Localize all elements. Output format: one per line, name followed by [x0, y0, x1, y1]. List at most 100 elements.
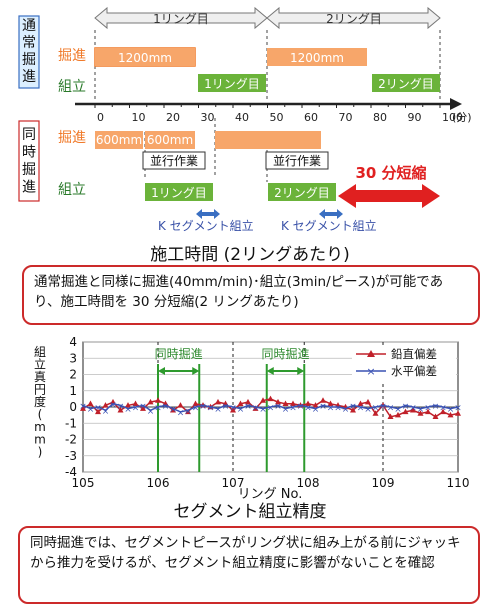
series-point — [245, 398, 251, 405]
series-point — [222, 400, 229, 406]
series-point: × — [177, 408, 185, 418]
axis-tick-label: 70 — [339, 111, 353, 124]
ring2-span-label: 2リング目 — [326, 12, 382, 26]
normal-assembly-bar-1-label: 1リング目 — [204, 77, 260, 91]
series-point: × — [259, 405, 267, 415]
y-tick-label: -2 — [65, 433, 77, 447]
axis-tick-label: 80 — [373, 111, 387, 124]
series-point: × — [282, 405, 290, 415]
simul-excavation-bar-3 — [215, 131, 321, 149]
axis-tick-label: 40 — [235, 111, 249, 124]
x-tick-label: 106 — [147, 476, 170, 490]
series-point: × — [199, 402, 207, 412]
ring2-span-arrow — [266, 6, 441, 30]
normal-assembly-bar-1 — [198, 74, 266, 92]
axis-tick-label: 90 — [408, 111, 422, 124]
series-point: × — [214, 405, 222, 415]
y-tick-label: 4 — [69, 335, 77, 349]
series-point — [275, 398, 281, 405]
series-point — [357, 400, 364, 406]
legend-marker-horizontal: × — [366, 365, 375, 378]
series-point: × — [154, 404, 162, 414]
series-point: × — [289, 404, 297, 414]
series-point — [155, 397, 161, 403]
series-point — [372, 410, 379, 416]
simul-excavation-bar-2 — [145, 131, 195, 149]
axis-tick-label: 100 — [442, 111, 463, 124]
normal-assembly-bar-2-label: 2リング目 — [378, 77, 434, 91]
series-point — [252, 405, 259, 411]
row-label-excavation-simul: 掘進 — [58, 130, 86, 146]
normal-assembly-bar-2 — [372, 74, 440, 92]
series-point: × — [109, 400, 117, 410]
series-point — [162, 400, 169, 406]
series-point — [282, 400, 289, 406]
x-axis-label: リング No. — [238, 487, 303, 500]
axis-tick-label: 10 — [132, 111, 146, 124]
series-point — [320, 397, 326, 403]
series-point — [87, 400, 94, 406]
series-point: × — [342, 405, 350, 415]
series-point: × — [357, 404, 365, 414]
series-point: × — [87, 405, 95, 415]
y-tick-label: -1 — [65, 416, 77, 430]
series-point: × — [439, 404, 447, 414]
axis-tick-label: 50 — [270, 111, 284, 124]
parallel-box-2 — [265, 151, 329, 170]
x-tick-label: 110 — [447, 476, 470, 490]
series-point: × — [327, 404, 335, 414]
k-segment-label-2: K セグメント組立 — [281, 218, 377, 233]
parallel-box-1 — [142, 151, 206, 170]
series-point — [80, 405, 86, 411]
series-point — [387, 413, 394, 419]
series-point — [447, 411, 454, 418]
series-point: × — [319, 402, 327, 412]
series-point: × — [267, 404, 275, 414]
simul-assembly-bar-1-label: 1リング目 — [151, 186, 207, 200]
series-point — [132, 400, 139, 406]
legend-vertical: 鉛直偏差 — [391, 347, 437, 361]
normal-excavation-bar-1-label: 1200mm — [118, 51, 172, 65]
series-point — [260, 397, 266, 403]
series-point — [440, 408, 446, 415]
series-point: × — [417, 405, 425, 415]
series-point: × — [117, 402, 125, 412]
ring1-span-label: 1リング目 — [153, 12, 209, 26]
series-point — [110, 398, 116, 405]
series-point: × — [94, 404, 102, 414]
series-point — [125, 402, 131, 408]
series-point — [365, 398, 371, 405]
series-point: × — [229, 404, 237, 414]
legend-horizontal: 水平偏差 — [391, 364, 437, 378]
series-point: × — [402, 402, 410, 412]
series-point — [170, 407, 176, 413]
series-point: × — [312, 405, 320, 415]
series-point — [395, 411, 401, 418]
series-point — [267, 395, 274, 402]
series-line — [82, 402, 459, 413]
simul-excavation-bar-2-label: 600mm — [147, 133, 193, 147]
series-point: × — [409, 404, 417, 414]
series-point: × — [379, 402, 387, 412]
series-point: × — [252, 404, 260, 414]
parallel-label-2: 並行作業 — [273, 154, 321, 168]
series-point: × — [364, 405, 372, 415]
parallel-label-1: 並行作業 — [150, 154, 198, 168]
series-point — [95, 408, 101, 415]
series-point: × — [102, 407, 110, 417]
series-point: × — [372, 404, 380, 414]
series-point — [102, 402, 109, 408]
series-point: × — [79, 402, 87, 412]
y-tick-label: 1 — [69, 384, 77, 398]
simul-annotation: 同時掘進 — [261, 346, 309, 361]
k-segment-label-1: K セグメント組立 — [158, 218, 254, 233]
normal-excavation-bar-2 — [267, 48, 367, 66]
axis-unit: (分) — [452, 111, 472, 124]
series-point — [432, 413, 439, 419]
legend: 鉛直偏差 × 水平偏差 — [352, 346, 456, 382]
series-point: × — [222, 402, 230, 412]
title-segment-accuracy: セグメント組立精度 — [173, 502, 327, 522]
series-point: × — [132, 404, 140, 414]
